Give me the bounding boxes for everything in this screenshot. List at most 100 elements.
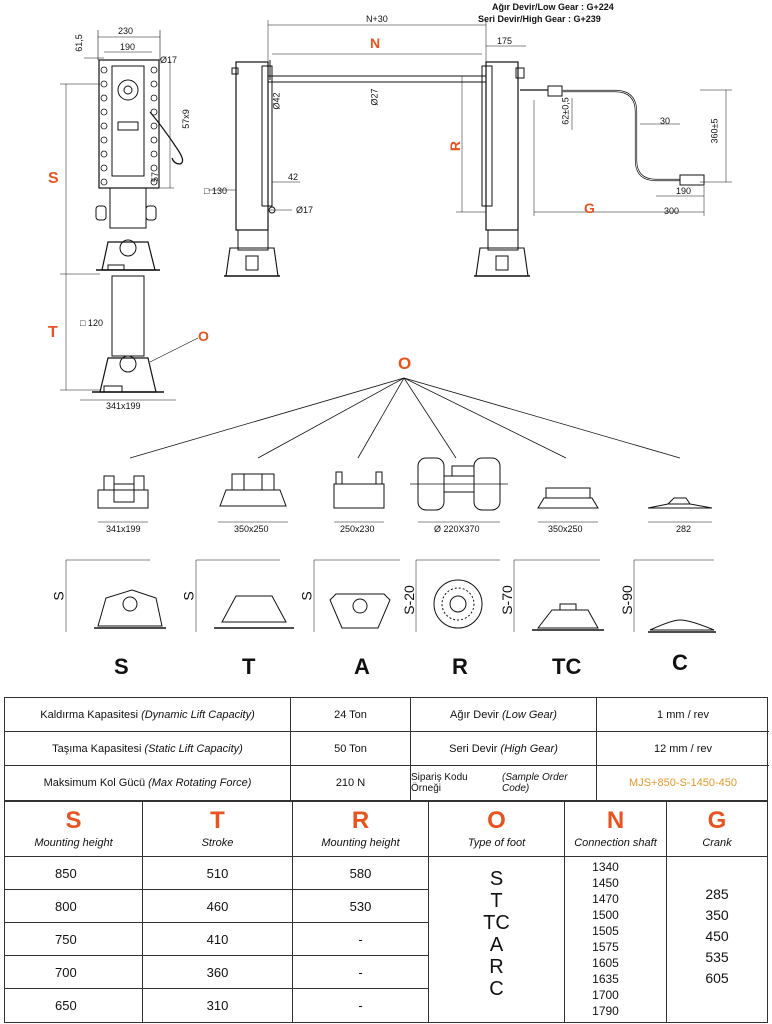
side-view-pair: [208, 20, 732, 277]
cell-value: 580: [349, 865, 372, 881]
header-letter: N: [606, 807, 625, 834]
cell-value: 460: [206, 898, 229, 914]
foot-type-item: C: [489, 978, 504, 1000]
dim-62: 62±0,5: [560, 97, 571, 125]
spec-label-en: (Sample Order Code): [502, 772, 568, 794]
sample-order-code: MJS+850-S-1450-450: [629, 777, 737, 789]
spec-label-en: (Static Lift Capacity): [144, 743, 243, 755]
foot-top-views: [97, 457, 713, 523]
column-header: N Connection shaft: [565, 802, 666, 857]
table-cell: 360: [143, 956, 292, 989]
crank-item: 605: [705, 970, 729, 986]
dim-O: O: [198, 328, 209, 344]
dim-341x199: 341x199: [106, 401, 141, 411]
cell-value: -: [358, 998, 363, 1013]
spec-label-tr: Ağır Devir: [450, 709, 499, 721]
shaft-item: 1635: [592, 972, 619, 986]
shaft-item: 1505: [592, 924, 619, 938]
spec-row-lift: Kaldırma Kapasitesi(Dynamic Lift Capacit…: [5, 698, 769, 732]
column-S: S Mounting height 850 800 750 700 650: [5, 802, 143, 1022]
spec-row-static: Taşıma Kapasitesi(Static Lift Capacity) …: [5, 732, 769, 766]
dim-d17-b: Ø17: [296, 205, 314, 215]
cell-value: 360: [206, 964, 229, 980]
dim-57x9: 57x9: [180, 109, 191, 129]
dim-T: T: [48, 324, 58, 341]
dim-d42: Ø42: [271, 92, 282, 110]
dim-190: 190: [120, 42, 136, 52]
foot-side-S: S: [50, 591, 67, 601]
table-cell: 310: [143, 989, 292, 1022]
crank-item: 350: [705, 907, 729, 923]
dim-N: N: [370, 35, 381, 51]
header-letter: R: [351, 807, 370, 834]
spec-label-tr: Maksimum Kol Gücü: [43, 777, 146, 789]
spec-label-en: (Max Rotating Force): [148, 777, 252, 789]
header-letter: O: [487, 807, 506, 834]
dim-190-crank: 190: [676, 186, 692, 196]
cell-value: 750: [55, 931, 77, 947]
foot-dim-T: 350x250: [234, 524, 269, 534]
spec-table: Kaldırma Kapasitesi(Dynamic Lift Capacit…: [4, 697, 769, 801]
table-cell: 800: [5, 890, 142, 923]
column-header: S Mounting height: [5, 802, 142, 857]
foot-letter-R: R: [452, 654, 468, 679]
spec-row-force: Maksimum Kol Gücü(Max Rotating Force) 21…: [5, 766, 769, 800]
dim-d27: Ø27: [369, 88, 380, 106]
spec-label-tr: Kaldırma Kapasitesi: [40, 709, 139, 721]
cell-value: 510: [206, 865, 229, 881]
cell-value: 410: [206, 931, 229, 947]
dim-360: 360±5: [709, 118, 720, 144]
shaft-item: 1470: [592, 892, 619, 906]
drawing-svg: [60, 20, 732, 633]
cell-value: -: [358, 931, 363, 947]
shaft-item: 1340: [592, 860, 619, 874]
spec-label-2: Seri Devir(High Gear): [411, 732, 597, 766]
column-G: G Crank 285 350 450 535 605: [667, 802, 767, 1022]
dim-230: 230: [118, 26, 134, 36]
foot-side-TC: S-70: [498, 585, 515, 615]
cell-value: 850: [55, 865, 77, 881]
foot-dim-A: 250x230: [340, 524, 375, 534]
shaft-item: 1790: [592, 1004, 619, 1018]
crank-item: 285: [705, 886, 729, 902]
spec-value: 50 Ton: [291, 732, 411, 766]
spec-label: Taşıma Kapasitesi(Static Lift Capacity): [5, 732, 291, 766]
foot-side-R: S-20: [400, 585, 417, 615]
header-label: Type of foot: [467, 837, 526, 849]
cell-value: 650: [55, 998, 77, 1013]
spec-label-tr: Sipariş Kodu Örneği: [411, 772, 468, 794]
foot-type-list: S T TC A R C: [429, 868, 564, 1000]
foot-dim-C: 282: [676, 524, 692, 534]
spec-value-2: 12 mm / rev: [653, 743, 713, 755]
foot-type-item: A: [489, 934, 504, 956]
foot-letter-C: C: [672, 650, 688, 675]
crank-list: 285 350 450 535 605: [667, 884, 767, 989]
shaft-item: 1450: [592, 876, 619, 890]
cell-value: 800: [55, 898, 77, 914]
column-T: T Stroke 510 460 410 360 310: [143, 802, 293, 1022]
shaft-item: 1500: [592, 908, 619, 922]
technical-drawing: Ağır Devir/Low Gear : G+224 Seri Devir/H…: [48, 2, 732, 679]
cell-value: 310: [206, 998, 229, 1013]
shaft-list: 1340 1450 1470 1500 1505 1575 1605 1635 …: [555, 859, 656, 1019]
dim-N-plus-30: N+30: [366, 14, 388, 24]
foot-letter-A: A: [354, 654, 370, 679]
cell-value: -: [358, 964, 363, 980]
spec-value: 24 Ton: [291, 698, 411, 732]
cell-value: 700: [55, 964, 77, 980]
dimension-table: S Mounting height 850 800 750 700 650 T …: [4, 801, 768, 1023]
table-cell: 700: [5, 956, 142, 989]
dim-R: R: [447, 140, 464, 152]
shaft-item: 1575: [592, 940, 619, 954]
foot-side-views: [65, 559, 716, 633]
table-cell: 750: [5, 923, 142, 956]
crank-item: 535: [705, 949, 729, 965]
spec-label: Maksimum Kol Gücü(Max Rotating Force): [5, 766, 291, 800]
foot-letter-TC: TC: [552, 654, 582, 679]
dim-sq130: □ 130: [204, 186, 227, 196]
header-label: Stroke: [201, 837, 234, 849]
header-label: Mounting height: [321, 837, 400, 849]
dim-57: 57: [150, 171, 161, 183]
table-cell: 580: [293, 857, 428, 890]
table-cell: 850: [5, 857, 142, 890]
